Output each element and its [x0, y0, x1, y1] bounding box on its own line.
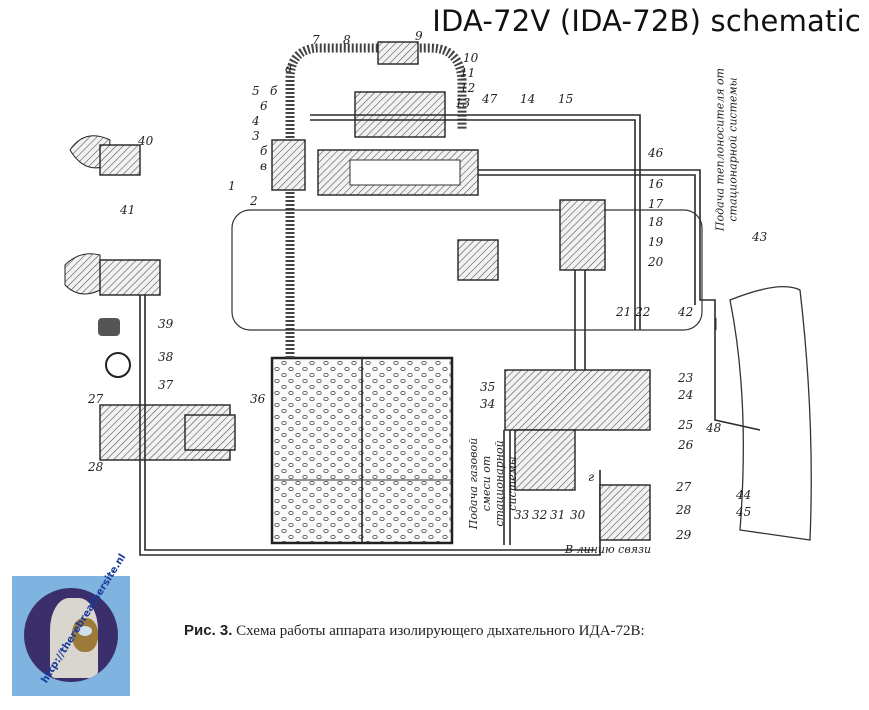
svg-text:46: 46	[647, 146, 664, 160]
mask-lower	[64, 253, 101, 295]
figure-caption: Рис. 3. Схема работы аппарата изолирующе…	[184, 622, 645, 640]
svg-text:б: б	[270, 84, 278, 98]
svg-text:33: 33	[514, 508, 530, 522]
svg-text:7: 7	[312, 33, 320, 47]
svg-text:28: 28	[87, 460, 104, 474]
svg-text:47: 47	[481, 92, 498, 106]
svg-text:14: 14	[520, 92, 535, 106]
svg-text:21 22: 21 22	[615, 305, 650, 319]
svg-text:36: 36	[250, 392, 266, 406]
svg-text:18: 18	[648, 215, 664, 229]
svg-text:1: 1	[228, 179, 236, 193]
svg-text:38: 38	[158, 350, 174, 364]
svg-text:10: 10	[463, 51, 479, 65]
logo-badge	[24, 588, 118, 682]
main-block	[504, 369, 651, 431]
svg-text:9: 9	[415, 29, 423, 43]
caption-prefix: Рис. 3.	[184, 622, 233, 639]
svg-text:30: 30	[570, 508, 586, 522]
svg-text:г: г	[588, 470, 594, 484]
svg-text:26: 26	[677, 438, 694, 452]
svg-text:17: 17	[648, 197, 664, 211]
svg-text:25: 25	[677, 418, 693, 432]
svg-text:12: 12	[460, 81, 475, 95]
valve-17	[559, 199, 606, 271]
suit-outline	[729, 286, 812, 541]
svg-text:27: 27	[87, 392, 104, 406]
svg-text:41: 41	[119, 203, 135, 217]
caption-text: Схема работы аппарата изолирующего дыхат…	[236, 623, 645, 639]
svg-text:37: 37	[158, 378, 174, 392]
switch-28	[599, 484, 651, 541]
svg-text:45: 45	[735, 505, 751, 519]
svg-text:4: 4	[251, 114, 260, 128]
svg-text:2: 2	[249, 194, 258, 208]
svg-text:42: 42	[677, 305, 693, 319]
svg-text:6: 6	[260, 99, 268, 113]
svg-text:39: 39	[158, 317, 174, 331]
svg-text:23: 23	[677, 371, 694, 385]
pressure-gauge	[105, 352, 131, 378]
svg-text:34: 34	[480, 397, 495, 411]
svg-text:32: 32	[532, 508, 547, 522]
svg-text:11: 11	[460, 66, 475, 80]
svg-text:28: 28	[675, 503, 692, 517]
coolant-supply-note: Подача теплоносителя от стационарной сис…	[713, 67, 740, 232]
svg-text:44: 44	[735, 488, 751, 502]
svg-text:а: а	[285, 61, 292, 75]
part-labels: 7 8 9 10 11 12 13 47 14 15 46 16 17 18 1…	[87, 29, 768, 542]
comm-line-note: В линию связи	[564, 543, 651, 556]
svg-text:б: б	[260, 144, 268, 158]
svg-text:20: 20	[647, 255, 664, 269]
svg-text:48: 48	[705, 421, 722, 435]
svg-text:31: 31	[550, 508, 565, 522]
svg-text:15: 15	[558, 92, 573, 106]
svg-text:5: 5	[252, 84, 260, 98]
svg-text:3: 3	[252, 129, 260, 143]
schematic-diagram: 7 8 9 10 11 12 13 47 14 15 46 16 17 18 1…	[64, 29, 812, 556]
site-logo[interactable]: http://therebreathersite.nl	[12, 552, 130, 696]
svg-text:40: 40	[137, 134, 154, 148]
svg-text:8: 8	[343, 33, 351, 47]
gas-supply-note: Подача газовой смеси от стационарной сис…	[467, 437, 519, 530]
svg-text:13: 13	[455, 96, 471, 110]
svg-text:16: 16	[648, 177, 664, 191]
svg-text:24: 24	[677, 388, 693, 402]
page-title: IDA-72V (IDA-72B) schematic	[432, 4, 861, 38]
svg-text:43: 43	[751, 230, 768, 244]
valve-15	[457, 239, 499, 281]
svg-text:35: 35	[480, 380, 495, 394]
svg-text:27: 27	[675, 480, 692, 494]
svg-text:19: 19	[648, 235, 664, 249]
svg-text:29: 29	[675, 528, 692, 542]
svg-text:в: в	[260, 159, 267, 173]
